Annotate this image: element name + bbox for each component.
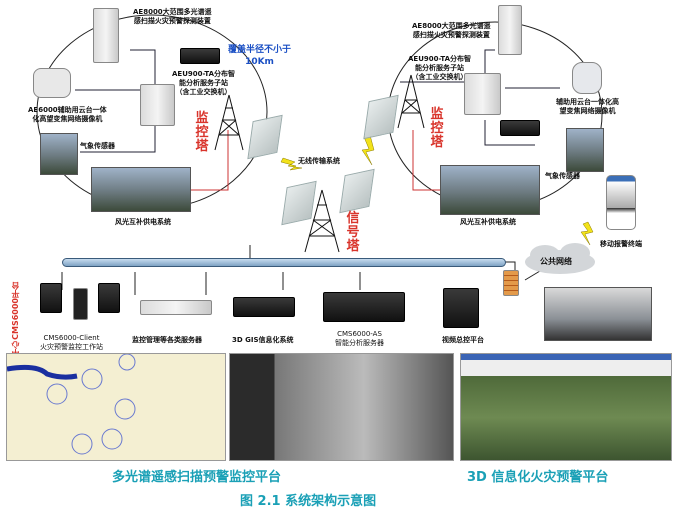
- figure-title: 图 2.1 系统架构示意图: [240, 494, 377, 509]
- wireless-panel: [363, 94, 399, 140]
- ae8000-label-right: AE8000大范围多光谱遥感扫描火灾预警探测装置: [412, 22, 491, 39]
- firewall-icon: [503, 270, 519, 296]
- wireless-panel: [247, 114, 283, 160]
- tower-label-right: 监控塔: [430, 107, 444, 150]
- wireless-label: 无线传输系统: [298, 157, 340, 165]
- map-markers: [7, 354, 136, 455]
- weather-label-left: 气象传感器: [80, 142, 115, 150]
- device-label: 监控管理等各类服务器: [132, 336, 202, 344]
- device-label: 3D GIS信息化系统: [232, 336, 294, 344]
- mobile-phone: [606, 175, 636, 230]
- video-monitor-screenshot: [229, 353, 454, 461]
- network-bus: [62, 258, 506, 267]
- cloud-icon: [525, 243, 595, 274]
- ae8000-device-left: [93, 8, 119, 63]
- weather-sensor-photo-left: [40, 133, 78, 175]
- weather-label-right: 气象传感器: [545, 172, 580, 180]
- aeu900-cabinet-left: [140, 84, 175, 126]
- workstation-monitors: [40, 283, 62, 313]
- power-photo-left: [91, 167, 191, 212]
- map-screenshot: [6, 353, 226, 461]
- power-label-left: 风光互补供电系统: [115, 218, 171, 226]
- ae8000-device-right: [498, 5, 522, 55]
- caption-left: 多光谱遥感扫描预警监控平台: [112, 470, 282, 485]
- power-photo-right: [440, 165, 540, 215]
- mobile-label: 移动报警终端: [600, 240, 642, 248]
- ae6000-label-left: AE6000辅助用云台一体化高望变焦网络摄像机: [28, 106, 107, 123]
- aeu900-cabinet-right: [464, 73, 501, 115]
- analysis-server: [323, 292, 405, 322]
- server-rack: [140, 300, 212, 315]
- ae8000-label-left: AE8000大范围多光谱遥感扫描火灾预警探测装置: [133, 8, 212, 25]
- public-network-label: 公共网络: [540, 257, 572, 266]
- workstation-tower: [73, 288, 88, 320]
- aeu900-box-left: [180, 48, 220, 64]
- aeu900-box-right: [500, 120, 540, 136]
- tower-label-left: 监控塔: [195, 111, 209, 154]
- wireless-panel: [281, 180, 317, 226]
- wireless-panel: [339, 168, 375, 214]
- camera-right: [572, 62, 602, 94]
- tower-icon: [214, 74, 425, 253]
- control-room-photo: [544, 287, 652, 341]
- aeu900-label-left: AEU900-TA分布智能分析服务子站（含工业交换机）: [172, 70, 236, 96]
- ae6000-camera-left: [33, 68, 71, 98]
- lightning-icon: [280, 134, 594, 246]
- caption-right: 3D 信息化火灾预警平台: [467, 470, 609, 485]
- video-platform: [443, 288, 479, 328]
- signal-tower-label: 信号塔: [346, 211, 360, 254]
- aeu900-label-right: AEU900-TA分布智能分析服务子站（含工业交换机）: [408, 55, 472, 81]
- camera-label-right: 辅助用云台一体化高望变焦网络摄像机: [556, 98, 619, 115]
- 3d-gis-screenshot: [460, 353, 672, 461]
- weather-sensor-photo-right: [566, 128, 604, 172]
- power-label-right: 风光互补供电系统: [460, 218, 516, 226]
- device-label: 视频总控平台: [442, 336, 484, 344]
- gis-server: [233, 297, 295, 317]
- workstation-monitors: [98, 283, 120, 313]
